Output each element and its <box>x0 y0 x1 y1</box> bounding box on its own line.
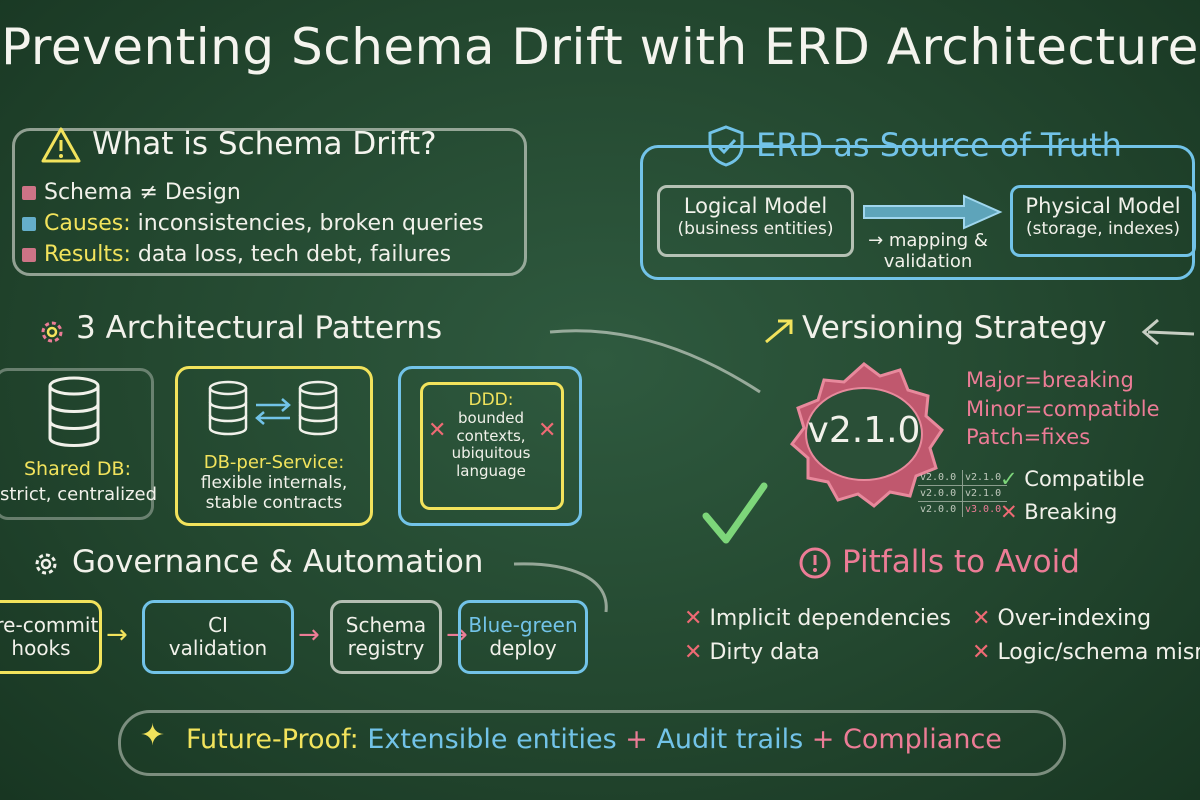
drift-item-3: Results: data loss, tech debt, failures <box>22 242 451 267</box>
schema-drift-panel <box>12 128 527 276</box>
compatible-label: ✓ Compatible <box>1000 467 1145 491</box>
arrow-up-right-icon <box>765 319 793 344</box>
breaking-label: ✕ Breaking <box>1000 500 1118 524</box>
close-icon: ✕ <box>1000 500 1018 524</box>
sync-arrows-icon <box>255 398 291 425</box>
ddd-text: DDD: bounded contexts, ubiquitous langua… <box>451 390 531 481</box>
arrow-right-icon: → <box>446 620 468 650</box>
drift-item-1: Schema ≠ Design <box>22 180 241 205</box>
mapping-label: → mapping & validation <box>868 230 988 273</box>
schema-drift-heading: What is Schema Drift? <box>92 126 437 162</box>
governance-heading: Governance & Automation <box>72 544 484 580</box>
alert-circle-icon <box>799 547 831 579</box>
close-icon: ✕ <box>428 418 447 443</box>
version-rules: Major=breaking Minor=compatible Patch=fi… <box>966 368 1160 450</box>
future-proof-banner <box>118 710 1066 776</box>
versioning-heading: Versioning Strategy <box>802 310 1107 346</box>
version-number: v2.1.0 <box>807 410 921 451</box>
pitfall-item: ✕ Logic/schema mismatch <box>972 640 1200 665</box>
db-per-service-text: DB-per-Service: flexible internals, stab… <box>200 452 348 514</box>
gear-icon <box>35 553 57 575</box>
erd-heading: ERD as Source of Truth <box>756 126 1122 164</box>
physical-model-box: Physical Model (storage, indexes) <box>1010 185 1196 257</box>
ddd-card <box>398 366 582 526</box>
pitfalls-heading: Pitfalls to Avoid <box>842 544 1080 580</box>
gear-badge <box>789 362 944 508</box>
arrow-left-icon <box>1141 318 1195 346</box>
drift-item-2: Causes: inconsistencies, broken queries <box>22 211 484 236</box>
warning-icon <box>41 127 81 163</box>
db-per-service-card <box>175 366 373 526</box>
arrow-right-icon: → <box>298 620 320 650</box>
ddd-inner-box <box>420 382 564 510</box>
patterns-heading: 3 Architectural Patterns <box>76 310 443 346</box>
close-icon: ✕ <box>684 640 703 665</box>
arrow-right-icon <box>863 194 1003 230</box>
pitfall-item: ✕ Over-indexing <box>972 606 1152 631</box>
arrow-right-icon: → <box>106 620 128 650</box>
pitfall-item: ✕ Implicit dependencies <box>684 606 951 631</box>
pitfall-item: ✕ Dirty data <box>684 640 820 665</box>
page-title: Preventing Schema Drift with ERD Archite… <box>1 18 1199 76</box>
shared-db-text: Shared DB: strict, centralized <box>0 458 158 506</box>
swoosh-arrow <box>549 329 761 394</box>
shared-db-card <box>0 368 154 520</box>
check-icon: ✓ <box>1000 467 1018 491</box>
database-icon <box>298 380 338 436</box>
close-icon: ✕ <box>538 418 557 443</box>
large-check-icon <box>702 482 768 544</box>
close-icon: ✕ <box>972 640 991 665</box>
close-icon: ✕ <box>684 606 703 631</box>
shield-check-icon <box>708 125 744 167</box>
swoosh-arrow <box>513 562 608 613</box>
gear-icon <box>41 321 63 343</box>
database-icon <box>48 376 100 447</box>
logical-model-box: Logical Model (business entities) <box>657 185 854 257</box>
sparkle-icon: ✦ <box>140 718 166 753</box>
database-icon <box>208 380 248 436</box>
close-icon: ✕ <box>972 606 991 631</box>
future-proof-text: Future-Proof: Extensible entities + Audi… <box>186 724 1002 755</box>
